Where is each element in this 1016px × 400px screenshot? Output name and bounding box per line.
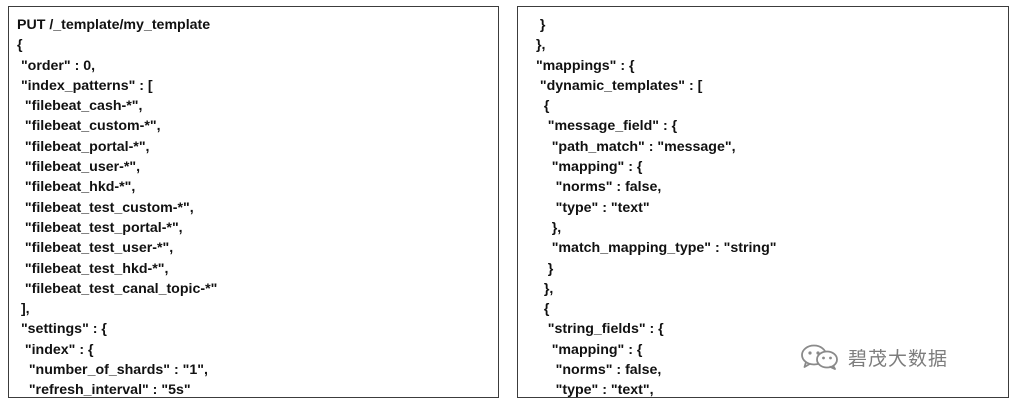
right-code-line: "message_field" : { bbox=[532, 118, 678, 135]
right-code-line: "type" : "text" bbox=[532, 199, 650, 216]
left-code-line: "filebeat_test_canal_topic-*" bbox=[17, 280, 218, 297]
left-code-line: "filebeat_user-*", bbox=[17, 159, 141, 176]
left-code-line: "filebeat_cash-*", bbox=[17, 98, 143, 115]
left-code-line: "refresh_interval" : "5s" bbox=[17, 382, 191, 398]
code-panel-left: PUT /_template/my_template { "order" : 0,… bbox=[8, 6, 499, 398]
left-code-line: "filebeat_test_user-*", bbox=[17, 240, 174, 257]
left-code-line: "number_of_shards" : "1", bbox=[17, 362, 208, 379]
left-code-line: "index_patterns" : [ bbox=[17, 77, 153, 94]
left-code-line: "filebeat_test_portal-*", bbox=[17, 219, 183, 236]
left-code-line: "settings" : { bbox=[17, 321, 107, 338]
left-code-line: "filebeat_hkd-*", bbox=[17, 179, 136, 196]
right-code-line: "string_fields" : { bbox=[532, 321, 664, 338]
right-code-line: "dynamic_templates" : [ bbox=[532, 77, 703, 94]
left-code-line: "order" : 0, bbox=[17, 57, 96, 74]
right-code-line: "mappings" : { bbox=[532, 57, 635, 74]
right-code-line: "type" : "text", bbox=[532, 382, 654, 398]
right-code-line: "path_match" : "message", bbox=[532, 138, 736, 155]
left-code-line: { bbox=[17, 37, 23, 54]
right-code-line: } bbox=[532, 260, 554, 277]
right-code-line: { bbox=[532, 301, 550, 318]
right-code-line: "norms" : false, bbox=[532, 362, 662, 379]
watermark-text: 碧茂大数据 bbox=[848, 347, 949, 370]
right-code-line: "mapping" : { bbox=[532, 341, 643, 358]
watermark: 碧茂大数据 bbox=[800, 343, 948, 371]
code-block-left: PUT /_template/my_template { "order" : 0,… bbox=[9, 15, 498, 398]
right-code-line: "norms" : false, bbox=[532, 179, 662, 196]
code-panel-right: } }, "mappings" : { "dynamic_templates" … bbox=[517, 6, 1009, 398]
left-code-line: ], bbox=[17, 301, 30, 318]
right-code-line: "mapping" : { bbox=[532, 159, 643, 176]
left-code-line: "filebeat_test_hkd-*", bbox=[17, 260, 169, 277]
right-code-line: "match_mapping_type" : "string" bbox=[532, 240, 777, 257]
code-block-right: } }, "mappings" : { "dynamic_templates" … bbox=[518, 15, 1008, 398]
right-code-line: { bbox=[532, 98, 550, 115]
right-code-line: }, bbox=[532, 37, 546, 54]
right-code-line: }, bbox=[532, 219, 562, 236]
right-code-line: }, bbox=[532, 280, 554, 297]
left-code-line: "filebeat_test_custom-*", bbox=[17, 199, 194, 216]
wechat-icon bbox=[801, 344, 838, 370]
left-code-line: "filebeat_custom-*", bbox=[17, 118, 161, 135]
left-code-line: "index" : { bbox=[17, 341, 94, 358]
left-code-line: PUT /_template/my_template bbox=[17, 17, 211, 33]
left-code-line: "filebeat_portal-*", bbox=[17, 138, 150, 155]
right-code-line: } bbox=[532, 17, 546, 33]
